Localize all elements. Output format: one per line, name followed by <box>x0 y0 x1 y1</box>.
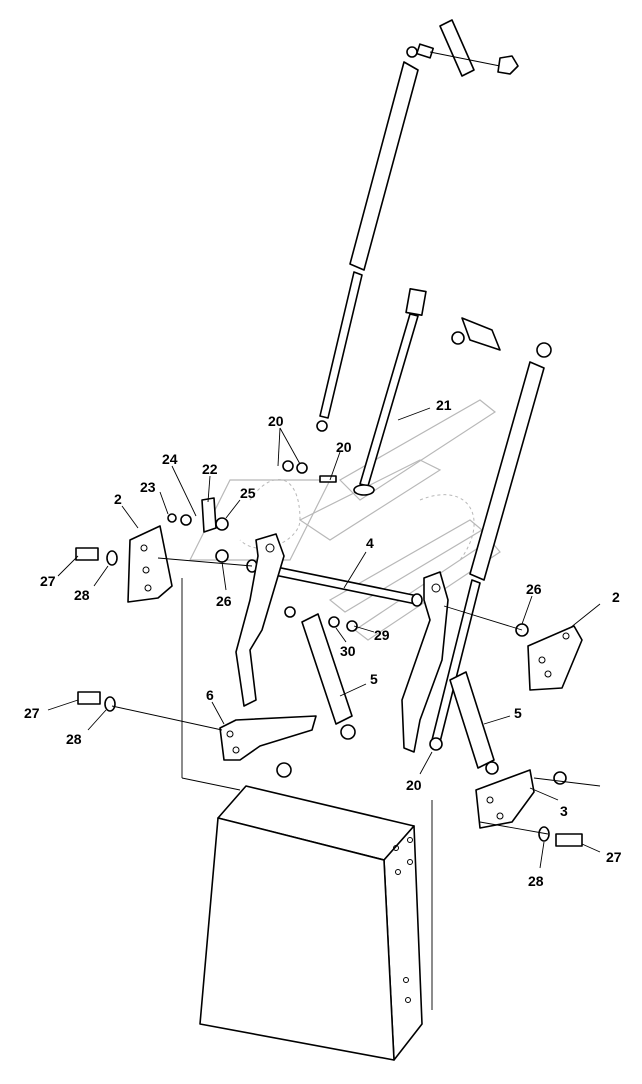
callout-20-mid: 20 <box>336 439 352 455</box>
callout-23: 23 <box>140 479 156 495</box>
callout-4: 4 <box>366 535 374 551</box>
callout-29: 29 <box>374 627 390 643</box>
hinge-plate-2-left <box>127 525 173 603</box>
hinge-plate-2-right <box>527 625 583 691</box>
leader-lines <box>47 407 601 1010</box>
callout-22: 22 <box>202 461 218 477</box>
callout-21: 21 <box>436 397 452 413</box>
nut-25 <box>215 517 229 531</box>
callout-labels: 20 20 21 24 22 23 25 2 4 27 28 26 26 2 2… <box>24 397 622 889</box>
right-gas-strut <box>429 317 552 751</box>
callout-26-right: 26 <box>526 581 542 597</box>
callout-27-left: 27 <box>40 573 56 589</box>
washer-29-30 <box>328 616 358 632</box>
callout-27-lower: 27 <box>24 705 40 721</box>
left-hinge-arm <box>235 533 285 707</box>
callout-24: 24 <box>162 451 178 467</box>
bolt-27-left <box>75 547 118 566</box>
callout-20-top: 20 <box>268 413 284 429</box>
washer-23 <box>167 513 192 526</box>
callout-6: 6 <box>206 687 214 703</box>
watermark-logo <box>189 399 501 641</box>
nut-26-left <box>215 549 229 563</box>
bracket-3 <box>475 769 567 829</box>
callout-2-right: 2 <box>612 589 620 605</box>
small-bracket-22 <box>201 497 217 533</box>
right-hinge-arm <box>401 571 449 753</box>
bracket-6 <box>219 715 317 778</box>
callout-20-bottom: 20 <box>406 777 422 793</box>
callout-3: 3 <box>560 803 568 819</box>
telescopic-rod-21 <box>353 287 427 496</box>
pin-20-mid <box>282 460 337 483</box>
callout-2-left: 2 <box>114 491 122 507</box>
callout-30: 30 <box>340 643 356 659</box>
bolt-27-right <box>538 826 583 847</box>
callout-27-right: 27 <box>606 849 622 865</box>
bolt-27-lower <box>77 691 116 712</box>
callout-25: 25 <box>240 485 256 501</box>
gas-spring-5-left <box>284 606 356 740</box>
callout-28-right: 28 <box>528 873 544 889</box>
top-mount-bracket <box>429 19 519 77</box>
callout-28-lower: 28 <box>66 731 82 747</box>
upper-gas-strut <box>316 43 435 432</box>
callout-5-left: 5 <box>370 671 378 687</box>
gas-spring-5-right <box>449 671 499 775</box>
callout-28-left: 28 <box>74 587 90 603</box>
callout-26-left: 26 <box>216 593 232 609</box>
callout-5-right: 5 <box>514 705 522 721</box>
machine-body <box>199 785 423 1061</box>
